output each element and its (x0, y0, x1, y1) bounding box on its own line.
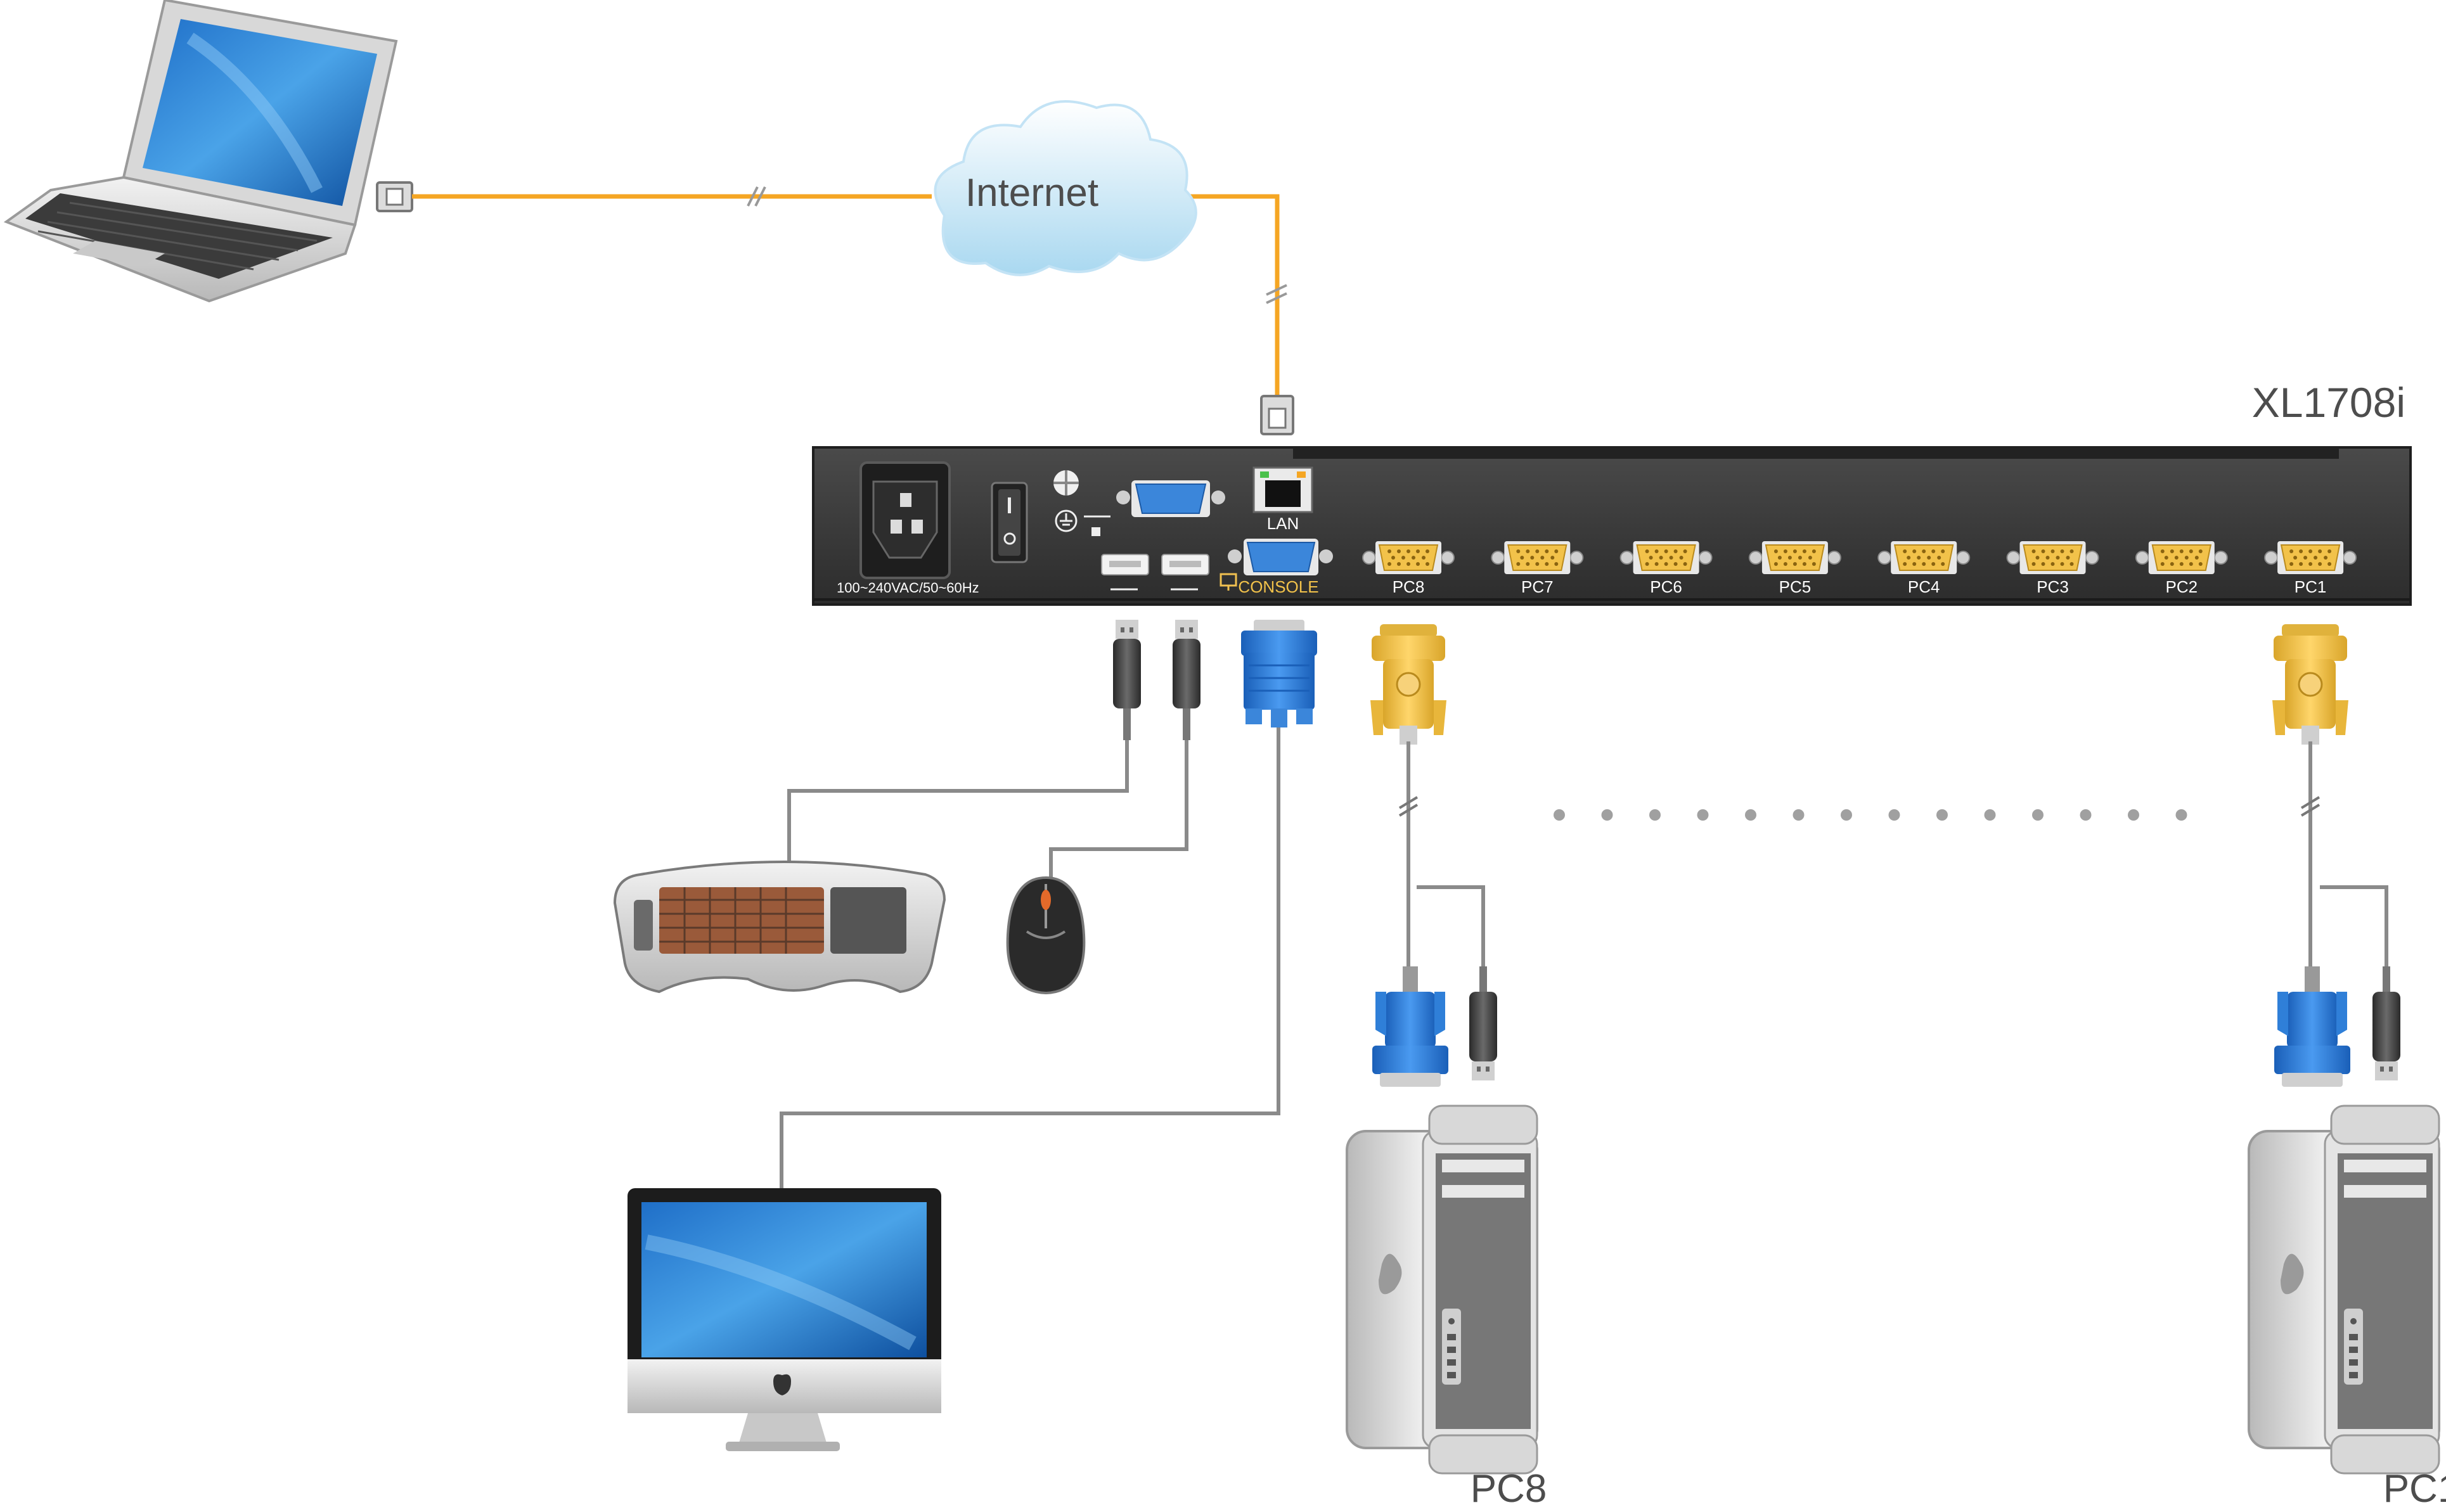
pc1-vga-plug-icon (2274, 966, 2350, 1087)
port-label-pc8: PC8 (1393, 577, 1425, 596)
console-port-icon (1228, 539, 1333, 575)
ellipsis-dot (2080, 809, 2092, 821)
usb-cable-mouse (1049, 735, 1188, 878)
cable-break-marks (1398, 796, 2320, 817)
kvm-switch-rear-panel (812, 446, 2412, 606)
ellipsis-dot (1793, 809, 1805, 821)
power-switch-icon (991, 482, 1028, 563)
internet-label: Internet (965, 171, 1098, 215)
ellipsis-dot (2175, 809, 2187, 821)
mouse-icon (1006, 876, 1086, 995)
usb-port-2-icon (1161, 554, 1209, 575)
vga-cable-monitor (780, 722, 1280, 1191)
usb-plug-mouse-icon (1173, 620, 1200, 740)
pc1-usb-plug-icon (2372, 966, 2400, 1080)
internet-cloud-icon: Internet (934, 100, 1197, 276)
pc8-usb-plug-icon (1469, 966, 1497, 1080)
more-computers-ellipsis (1554, 809, 2187, 821)
ellipsis-dot (2128, 809, 2139, 821)
ellipsis-dot (1554, 809, 1565, 821)
usb-symbol-icon (1084, 515, 1110, 536)
pc8-vga-plug-icon (1372, 966, 1448, 1087)
port-label-pc1: PC1 (2295, 577, 2327, 596)
port-pc3-icon (2006, 541, 2099, 575)
lan-port-label: LAN (1267, 514, 1299, 533)
lan-plug-icon (1260, 395, 1294, 435)
ellipsis-dot (1888, 809, 1900, 821)
ground-screw-icon (1053, 470, 1079, 496)
ellipsis-dot (2032, 809, 2044, 821)
device-model-label: XL1708i (2252, 379, 2405, 426)
port-pc5-icon (1748, 541, 1841, 575)
power-rating-label: 100~240VAC/50~60Hz (837, 580, 979, 596)
kvm-cable-pc1 (2308, 741, 2388, 973)
pc8-computer-label: PC8 (1471, 1467, 1547, 1511)
port-pc4-icon (1877, 541, 1971, 575)
ellipsis-dot (1697, 809, 1709, 821)
power-inlet-icon (859, 461, 951, 579)
port-label-pc4: PC4 (1908, 577, 1940, 596)
laptop-rj45-icon (376, 181, 413, 212)
usb-port-1-icon (1101, 554, 1149, 575)
port-label-pc7: PC7 (1521, 577, 1554, 596)
port-label-pc2: PC2 (2166, 577, 2198, 596)
pc8-tower-icon (1346, 1105, 1538, 1475)
pc8-kvm-plug-icon (1369, 623, 1448, 746)
port-label-pc3: PC3 (2037, 577, 2069, 596)
ellipsis-dot (1984, 809, 1996, 821)
pc1-computer-label: PC1 (2383, 1467, 2446, 1511)
lan-port-icon (1252, 466, 1313, 513)
port-label-pc5: PC5 (1779, 577, 1812, 596)
port-label-pc6: PC6 (1650, 577, 1682, 596)
ellipsis-dot (1745, 809, 1756, 821)
ground-symbol-icon (1055, 509, 1078, 532)
ellipsis-dot (1649, 809, 1661, 821)
console-vga-plug-icon (1241, 620, 1317, 727)
pc1-kvm-plug-icon (2271, 623, 2350, 746)
pc-port-row: PC8 PC7 PC6 PC5 PC4 PC3 PC2 PC1 (1362, 541, 2357, 596)
usb-plug-keyboard-icon (1113, 620, 1141, 740)
kvm-cable-pc8 (1406, 741, 1485, 973)
port-pc7-icon (1491, 541, 1584, 575)
ellipsis-dot (1601, 809, 1613, 821)
console-port-label: CONSOLE (1238, 577, 1318, 596)
laptop-icon (3, 0, 398, 303)
port-pc8-icon (1362, 541, 1455, 575)
keyboard-icon (613, 861, 946, 994)
port-pc2-icon (2135, 541, 2228, 575)
vga-port-top-icon (1116, 480, 1225, 517)
port-pc6-icon (1619, 541, 1713, 575)
cable-break-mark (747, 186, 1287, 304)
port-pc1-icon (2264, 541, 2357, 575)
imac-monitor-icon (628, 1188, 941, 1451)
monitor-symbol-icon (1220, 573, 1237, 591)
ellipsis-dot (1936, 809, 1948, 821)
pc1-tower-icon (2248, 1105, 2440, 1475)
ellipsis-dot (1841, 809, 1852, 821)
usb-cable-keyboard (787, 735, 1129, 881)
